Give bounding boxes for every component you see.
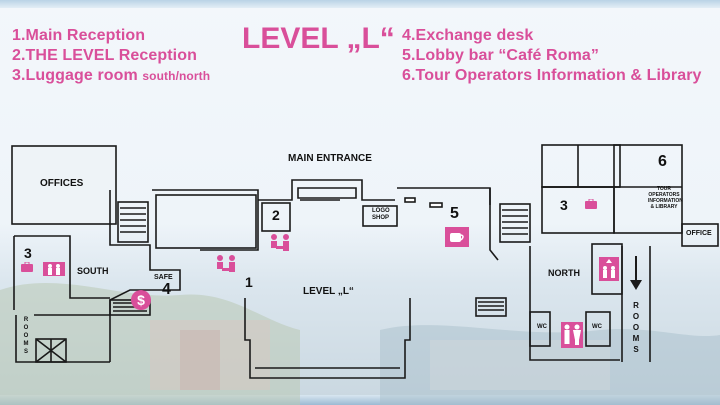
elevator-icon <box>599 257 619 281</box>
arrow-down-icon <box>630 256 642 290</box>
legend-tour-operators: 6.Tour Operators Information & Library <box>402 67 702 84</box>
marker-3-north: 3 <box>560 197 568 213</box>
marker-6: 6 <box>658 153 667 170</box>
marker-3-south: 3 <box>24 245 32 261</box>
legend-luggage-main: 3.Luggage room <box>12 67 143 84</box>
elevator-icon <box>43 262 65 276</box>
marker-2: 2 <box>272 207 280 223</box>
logo-shop-line1: LOGO <box>372 208 390 214</box>
people-icon <box>271 234 289 251</box>
main-entrance-label: MAIN ENTRANCE <box>288 153 372 164</box>
money-icon: $ <box>131 290 151 310</box>
legend-exchange-desk: 4.Exchange desk <box>402 27 534 44</box>
offices-label: OFFICES <box>40 178 84 189</box>
logo-shop-line2: SHOP <box>372 215 390 221</box>
level-map-label: LEVEL „L“ <box>303 286 354 297</box>
north-label: NORTH <box>548 268 580 278</box>
marker-5: 5 <box>450 205 459 222</box>
wc-left-label: WC <box>537 324 547 330</box>
legend-lobby-bar: 5.Lobby bar “Café Roma” <box>402 47 600 64</box>
south-label: SOUTH <box>77 266 109 276</box>
luggage-icon <box>21 262 33 272</box>
safe-label: SAFE <box>154 274 173 281</box>
bottom-frame <box>0 395 720 405</box>
legend-level-reception: 2.THE LEVEL Reception <box>12 47 197 64</box>
wc-right-label: WC <box>592 324 602 330</box>
legend-main-reception: 1.Main Reception <box>12 27 146 44</box>
people-icon <box>217 255 235 272</box>
luggage-icon <box>585 199 597 209</box>
marker-4: 4 <box>162 281 171 298</box>
legend-luggage-location: south/north <box>142 69 211 83</box>
tour-operators-label: TOUR OPERATORS INFORMATION & LIBRARY <box>648 186 683 210</box>
legend-luggage-room: 3.Luggage room south/north <box>12 67 210 85</box>
top-frame <box>0 0 720 8</box>
level-title: LEVEL „L“ <box>242 22 395 55</box>
svg-text:$: $ <box>137 292 145 308</box>
coffee-cup-icon <box>445 227 469 247</box>
marker-1: 1 <box>245 274 253 290</box>
toilet-icon <box>561 322 583 348</box>
office-label: OFFICE <box>686 230 712 237</box>
